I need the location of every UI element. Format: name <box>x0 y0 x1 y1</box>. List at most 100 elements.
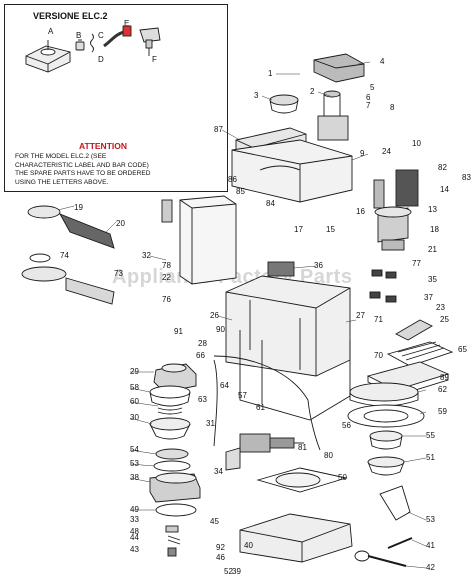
leader-line <box>357 61 371 65</box>
pipe-tubes <box>213 355 321 451</box>
leader-line <box>57 205 75 211</box>
callout-number: 89 <box>440 373 449 382</box>
attention-line: USING THE LETTERS ABOVE. <box>15 178 109 186</box>
callout-number: 84 <box>266 199 275 208</box>
leader-line <box>419 411 427 415</box>
callout-number: 51 <box>426 453 435 462</box>
inset-part-e <box>122 25 132 37</box>
callout-number: 2 <box>310 87 315 96</box>
tray-31 <box>347 404 425 428</box>
inset-part-b <box>75 39 85 51</box>
reservoir-cap-3 <box>269 94 299 114</box>
inset-part-f <box>139 27 161 56</box>
inset-letter-label: B <box>76 31 81 40</box>
leader-line <box>417 389 427 393</box>
water-tank-85 <box>161 195 237 285</box>
callout-number: 65 <box>458 345 467 354</box>
cup-80 <box>369 430 403 450</box>
leader-line <box>317 91 331 97</box>
callout-number: 60 <box>130 397 139 406</box>
callout-number: 45 <box>210 517 219 526</box>
callout-number: 8 <box>390 103 395 112</box>
callout-number: 23 <box>436 303 445 312</box>
leader-line <box>403 457 427 463</box>
callout-number: 59 <box>438 407 447 416</box>
leader-line <box>345 319 357 323</box>
callout-number: 10 <box>412 139 421 148</box>
callout-number: 63 <box>198 395 207 404</box>
callout-number: 62 <box>438 385 447 394</box>
callout-number: 32 <box>142 251 151 260</box>
callout-number: 39 <box>232 567 241 576</box>
callout-number: 85 <box>236 187 245 196</box>
drip-grid-28 <box>386 341 454 367</box>
callout-number: 86 <box>228 175 237 184</box>
attention-title: ATTENTION <box>79 141 128 151</box>
brew-head-49 <box>149 472 201 503</box>
callout-number: 17 <box>294 225 303 234</box>
leader-line <box>293 265 317 269</box>
boiler-cover-4 <box>313 53 365 83</box>
cup-81 <box>367 456 405 476</box>
callout-number: 33 <box>130 515 139 524</box>
callout-number: 36 <box>314 261 323 270</box>
callout-number: 43 <box>130 545 139 554</box>
heater-block-78 <box>267 261 295 277</box>
attention-line: FOR THE MODEL ELC.2 (SEE <box>15 153 107 160</box>
pump-38 <box>239 433 304 453</box>
leader-line <box>149 255 167 261</box>
leader-line <box>129 449 157 455</box>
inset-title: VERSIONE ELC.2 <box>33 11 108 21</box>
callout-number: 42 <box>426 563 435 572</box>
callout-number: 21 <box>428 245 437 254</box>
leader-line <box>105 221 117 233</box>
portafilter-36 <box>27 205 115 249</box>
tray-cover-30 <box>349 382 419 407</box>
callout-number: 76 <box>162 295 171 304</box>
boiler-57 <box>149 385 191 407</box>
shower-51 <box>155 448 189 460</box>
inset-letter-label: E <box>124 19 129 28</box>
callout-number: 78 <box>162 261 171 270</box>
inset-part-d <box>103 30 125 48</box>
bracket-53 <box>225 447 241 471</box>
portafilter-37 <box>21 266 115 305</box>
callout-number: 90 <box>216 325 225 334</box>
callout-number: 48 <box>130 527 139 536</box>
callout-number: 71 <box>374 315 383 324</box>
callout-number: 13 <box>428 205 437 214</box>
filter-35 <box>29 253 51 263</box>
inset-letter-label: D <box>98 55 104 64</box>
leader-line <box>411 539 427 547</box>
main-body-71 <box>225 275 351 377</box>
leader-line <box>217 315 233 321</box>
callout-number: 55 <box>426 431 435 440</box>
callout-number: 1 <box>268 69 273 78</box>
callout-number: 27 <box>356 311 365 320</box>
callout-number: 82 <box>438 163 447 172</box>
callout-number: 83 <box>462 173 471 182</box>
leader-line <box>405 565 427 569</box>
gasket-48 <box>155 503 197 517</box>
inset-letter-label: C <box>98 31 104 40</box>
callout-number: 64 <box>220 381 229 390</box>
callout-number: 4 <box>380 57 385 66</box>
leader-line <box>351 153 369 161</box>
callout-number: 18 <box>430 225 439 234</box>
callout-number: 49 <box>130 505 139 514</box>
callout-number: 46 <box>216 553 225 562</box>
callout-number: 81 <box>298 443 307 452</box>
leader-line <box>129 417 153 425</box>
callout-number: 34 <box>214 467 223 476</box>
callout-number: 52 <box>224 567 233 576</box>
callout-number: 61 <box>256 403 265 412</box>
callout-number: 92 <box>216 543 225 552</box>
callout-number: 31 <box>206 419 215 428</box>
base-plate-33 <box>256 467 348 493</box>
steam-knob-10 <box>373 169 419 209</box>
callout-number: 77 <box>412 259 421 268</box>
leader-line <box>407 511 427 521</box>
